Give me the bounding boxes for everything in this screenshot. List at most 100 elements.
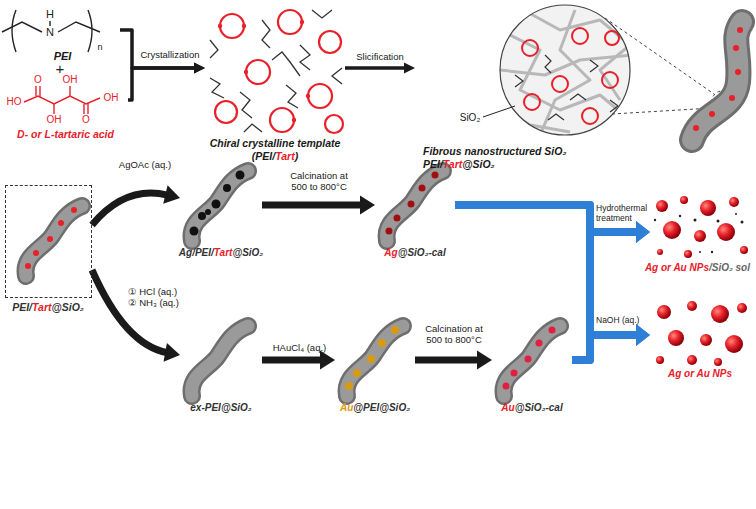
edge-label: Calcination at 500 to 800°C <box>284 171 354 193</box>
illustration-part <box>190 171 249 242</box>
illustration-part <box>215 101 237 123</box>
edge-label: Slicification <box>348 52 412 63</box>
illustration-part <box>605 31 619 45</box>
illustration-part <box>656 200 668 212</box>
node-label: Ag or Au NPs/SiO₂ sol <box>643 262 750 274</box>
structure-label: OH <box>104 93 119 103</box>
illustration-part <box>53 104 54 114</box>
illustration-part <box>192 171 248 241</box>
illustration-part <box>272 52 300 76</box>
connector-line <box>262 357 322 364</box>
illustration-part <box>246 60 270 84</box>
illustration-part <box>47 236 53 242</box>
edge-label: HAuCl₄ (aq.) <box>262 343 337 354</box>
structure-label: + <box>56 61 65 76</box>
arrow-connector <box>128 63 205 101</box>
illustration-part <box>69 86 70 96</box>
template-illustration: Chiral crystalline template (PEI/Tart) <box>205 5 345 162</box>
illustration-part <box>524 94 540 110</box>
edge-label: Calcination at 500 to 800°C <box>419 324 489 346</box>
connector-line <box>128 68 196 100</box>
illustration-part <box>325 115 343 133</box>
illustration-part <box>26 206 82 276</box>
fiber-inset: Fibrous nanostructured SiO₂ PEI/Tart@SiO… <box>415 0 752 170</box>
edge-label: Crystallization <box>136 50 204 61</box>
illustration-part <box>663 221 681 239</box>
illustration-part <box>729 197 739 207</box>
illustration-part <box>24 96 100 104</box>
illustration-part <box>657 305 671 319</box>
illustration-part <box>244 70 248 74</box>
illustration-part <box>741 221 744 224</box>
structure-label: OH <box>47 115 62 125</box>
template-illustration <box>210 10 343 133</box>
illustration-part <box>432 172 439 179</box>
illustration-part <box>693 27 743 131</box>
structure-label: N <box>46 27 54 38</box>
illustration-part <box>300 20 304 24</box>
illustration-part <box>733 45 739 51</box>
edge-label: ① HCl (aq.) ② NH₃ (aq.) <box>128 287 182 309</box>
illustration-part <box>242 24 246 28</box>
illustration-part <box>386 171 444 241</box>
node-label: ex-PEI@SiO₂ <box>190 402 253 414</box>
illustration-part <box>500 30 630 120</box>
illustration-part <box>654 213 744 253</box>
arrow-head <box>163 185 180 203</box>
illustration-part <box>190 227 199 236</box>
illustration-part <box>2 22 42 32</box>
illustration-part <box>192 326 248 396</box>
illustration-part <box>192 326 248 396</box>
illustration-part <box>536 340 543 347</box>
connector-line <box>572 232 638 360</box>
illustration-part <box>504 326 560 396</box>
illustration-part <box>694 230 706 242</box>
illustration-part <box>570 94 586 100</box>
text-color-run: Tart <box>275 150 294 162</box>
illustration-part <box>192 326 248 396</box>
illustration-part <box>345 326 403 396</box>
connector-line <box>92 193 168 225</box>
illustration-part <box>332 68 342 84</box>
illustration-part <box>582 108 598 124</box>
illustration-part <box>680 196 688 204</box>
illustration-part <box>687 301 697 311</box>
connector-line <box>262 202 362 209</box>
illustration-part <box>210 40 218 58</box>
illustration-part <box>657 249 663 255</box>
node-label: Chiral crystalline template (PEI/Tart) <box>193 137 358 162</box>
illustration-part <box>12 10 16 52</box>
illustration-part <box>236 171 245 180</box>
arrow-head <box>360 196 375 215</box>
illustration-part <box>602 72 618 88</box>
structure-label: n <box>97 43 102 52</box>
illustration-part <box>33 250 39 256</box>
text-color-run: Tart <box>32 301 51 313</box>
connector-line <box>572 335 638 360</box>
connector-line <box>415 357 479 364</box>
illustration-part <box>192 171 248 241</box>
illustration-part <box>545 55 551 73</box>
illustration-part <box>345 382 353 390</box>
illustration-part <box>714 358 722 366</box>
arrow-connector <box>415 351 492 370</box>
text-color-run: Au <box>340 402 353 413</box>
arrow-head <box>636 324 650 346</box>
monomer-structure: PEI <box>5 0 120 63</box>
edge-label: Hydrothermal treatment <box>596 204 654 224</box>
illustration-part <box>503 327 556 390</box>
node-label: D- or L-tartaric acid <box>17 128 115 141</box>
connector-line <box>120 30 196 68</box>
illustration-part <box>308 84 332 108</box>
illustration-part <box>387 171 443 241</box>
illustration-part <box>679 215 681 217</box>
illustration-part <box>717 220 720 223</box>
illustration-part <box>511 370 518 377</box>
nanoparticle-group: Ag or Au NPs <box>650 300 750 380</box>
arrow-connector <box>92 185 180 225</box>
illustration-part <box>87 103 88 114</box>
illustration-part <box>605 18 714 94</box>
connector-line <box>345 66 406 70</box>
illustration-part <box>262 20 270 48</box>
